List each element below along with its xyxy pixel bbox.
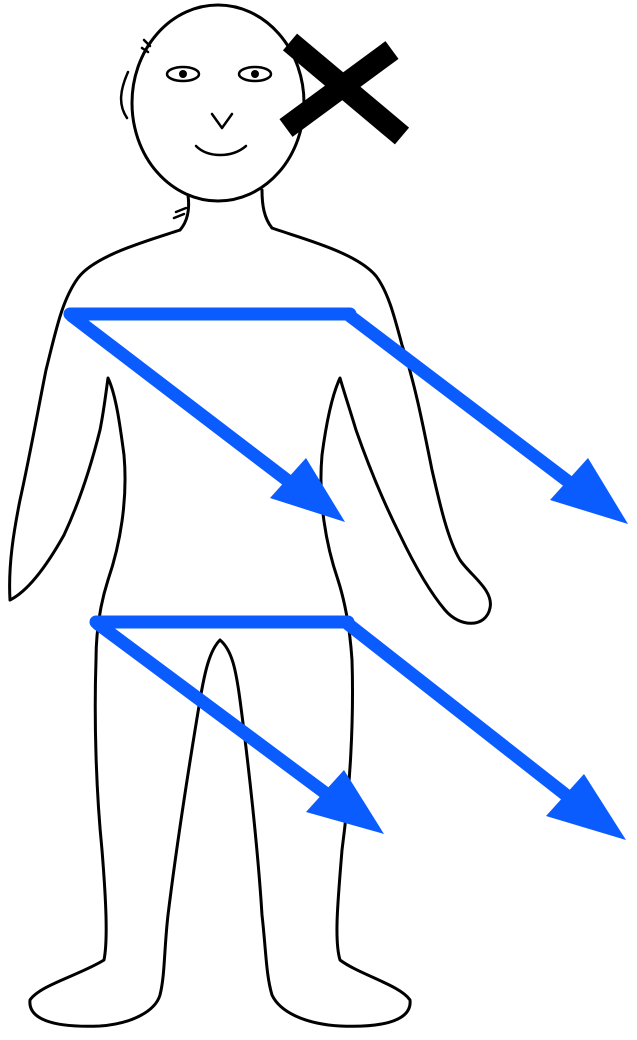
diagonal-arrow-icon	[348, 624, 626, 840]
human-body-outline-icon	[10, 5, 491, 1026]
nose	[212, 114, 232, 128]
mouth	[196, 146, 246, 155]
right-eye	[239, 67, 271, 81]
diagonal-arrow-icon	[72, 316, 345, 522]
hair-stroke	[121, 72, 128, 118]
diagonal-arrow-icon	[350, 316, 628, 524]
diagonal-arrow-icon	[98, 624, 384, 834]
neck-scribble	[174, 208, 186, 218]
neck-left	[180, 195, 189, 230]
hair-stroke	[142, 40, 150, 52]
neck-right	[262, 190, 272, 228]
left-eye	[167, 67, 199, 81]
head-outline	[132, 5, 304, 201]
